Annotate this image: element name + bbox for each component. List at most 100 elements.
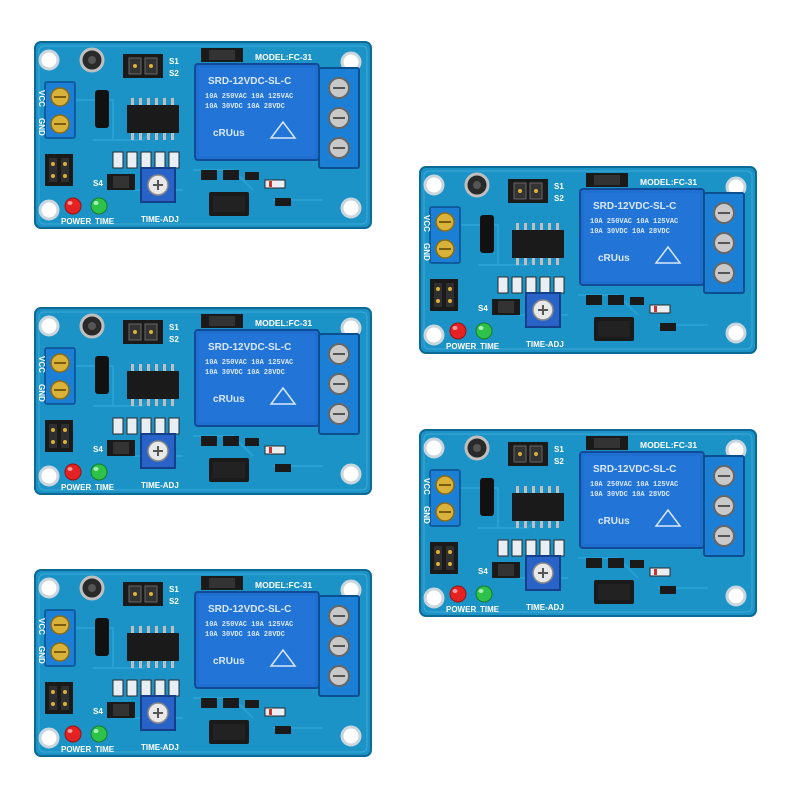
transistor — [480, 215, 494, 253]
vcc-label: VCC — [37, 356, 46, 373]
time-label: TIME — [480, 342, 500, 351]
relay-board-drawing: VCC GND S1 S2 MODEL:FC-31 — [419, 429, 757, 617]
pin-header — [45, 682, 73, 714]
time-adj-label: TIME-ADJ — [141, 215, 179, 224]
led-power — [64, 197, 82, 215]
potentiometer — [140, 167, 176, 203]
model-label: MODEL:FC-31 — [255, 318, 312, 328]
jumper-header-s1-s2 — [123, 54, 163, 78]
jumper-header-s1-s2 — [123, 582, 163, 606]
power-terminal-block — [44, 347, 76, 405]
relay — [579, 451, 705, 549]
s1-label: S1 — [554, 445, 564, 454]
relay — [579, 188, 705, 286]
s4-label: S4 — [478, 567, 488, 576]
relay-rating-line-1: 10A 250VAC 10A 125VAC — [205, 359, 293, 367]
led-power — [449, 585, 467, 603]
led-time — [90, 197, 108, 215]
relay-model-text: SRD-12VDC-SL-C — [593, 201, 676, 212]
pin-header — [45, 154, 73, 186]
gnd-label: GND — [37, 118, 46, 136]
power-terminal-block — [44, 609, 76, 667]
capacitor — [79, 47, 105, 73]
relay-rating-line-2: 10A 30VDC 10A 28VDC — [205, 631, 285, 639]
output-terminal-block — [318, 333, 360, 435]
led-time — [90, 725, 108, 743]
output-terminal-block — [703, 455, 745, 557]
gnd-label: GND — [37, 646, 46, 664]
capacitor — [464, 435, 490, 461]
smd-components — [201, 698, 286, 717]
output-terminal-block — [318, 67, 360, 169]
power-terminal-block — [429, 469, 461, 527]
power-label: POWER — [61, 217, 91, 226]
time-label: TIME — [95, 483, 115, 492]
vcc-label: VCC — [37, 90, 46, 107]
smd-components — [586, 295, 671, 314]
relay-module-5: VCC GND S1 S2 MODEL:FC-31 — [418, 428, 758, 618]
relay-model-text: SRD-12VDC-SL-C — [593, 464, 676, 475]
led-time — [90, 463, 108, 481]
s2-label: S2 — [554, 457, 564, 466]
s1-label: S1 — [169, 57, 179, 66]
time-adj-label: TIME-ADJ — [526, 603, 564, 612]
relay — [194, 63, 320, 161]
s4-jumper — [492, 562, 520, 578]
gnd-label: GND — [37, 384, 46, 402]
top-jumper — [201, 314, 243, 328]
diode — [275, 464, 291, 472]
s2-label: S2 — [554, 194, 564, 203]
transistor — [95, 90, 109, 128]
relay-rating-line-2: 10A 30VDC 10A 28VDC — [205, 369, 285, 377]
relay-model-text: SRD-12VDC-SL-C — [208, 604, 291, 615]
time-label: TIME — [95, 217, 115, 226]
model-label: MODEL:FC-31 — [640, 440, 697, 450]
time-adj-label: TIME-ADJ — [141, 743, 179, 752]
diode — [660, 586, 676, 594]
optocoupler — [209, 192, 249, 216]
time-label: TIME — [480, 605, 500, 614]
power-label: POWER — [61, 483, 91, 492]
relay-module-3: VCC GND S1 S2 MODEL:FC-31 — [33, 568, 373, 758]
relay-model-text: SRD-12VDC-SL-C — [208, 342, 291, 353]
relay-cert-mark: cRUus — [213, 128, 245, 139]
s1-label: S1 — [169, 585, 179, 594]
smd-components — [201, 436, 286, 455]
time-adj-label: TIME-ADJ — [526, 340, 564, 349]
vcc-label: VCC — [422, 478, 431, 495]
top-jumper — [586, 173, 628, 187]
relay-rating-line-1: 10A 250VAC 10A 125VAC — [205, 93, 293, 101]
led-time — [475, 585, 493, 603]
ic-chip — [127, 626, 179, 668]
output-terminal-block — [318, 595, 360, 697]
diode — [275, 198, 291, 206]
gnd-label: GND — [422, 243, 431, 261]
model-label: MODEL:FC-31 — [255, 580, 312, 590]
optocoupler — [209, 458, 249, 482]
ce-mark — [269, 386, 297, 405]
relay-rating-line-1: 10A 250VAC 10A 125VAC — [205, 621, 293, 629]
potentiometer — [140, 695, 176, 731]
s4-jumper — [492, 299, 520, 315]
s4-jumper — [107, 440, 135, 456]
led-power — [64, 725, 82, 743]
s1-label: S1 — [554, 182, 564, 191]
resistor-row — [112, 679, 180, 697]
resistor-row — [497, 276, 565, 294]
potentiometer — [525, 292, 561, 328]
transistor — [95, 356, 109, 394]
potentiometer — [525, 555, 561, 591]
top-jumper — [201, 576, 243, 590]
time-label: TIME — [95, 745, 115, 754]
s4-label: S4 — [93, 707, 103, 716]
power-terminal-block — [44, 81, 76, 139]
optocoupler — [594, 317, 634, 341]
relay-module-2: VCC GND S1 S2 MODEL:FC-31 — [33, 306, 373, 496]
ic-chip — [127, 364, 179, 406]
power-label: POWER — [61, 745, 91, 754]
relay — [194, 591, 320, 689]
smd-components — [586, 558, 671, 577]
diode — [275, 726, 291, 734]
resistor-row — [497, 539, 565, 557]
